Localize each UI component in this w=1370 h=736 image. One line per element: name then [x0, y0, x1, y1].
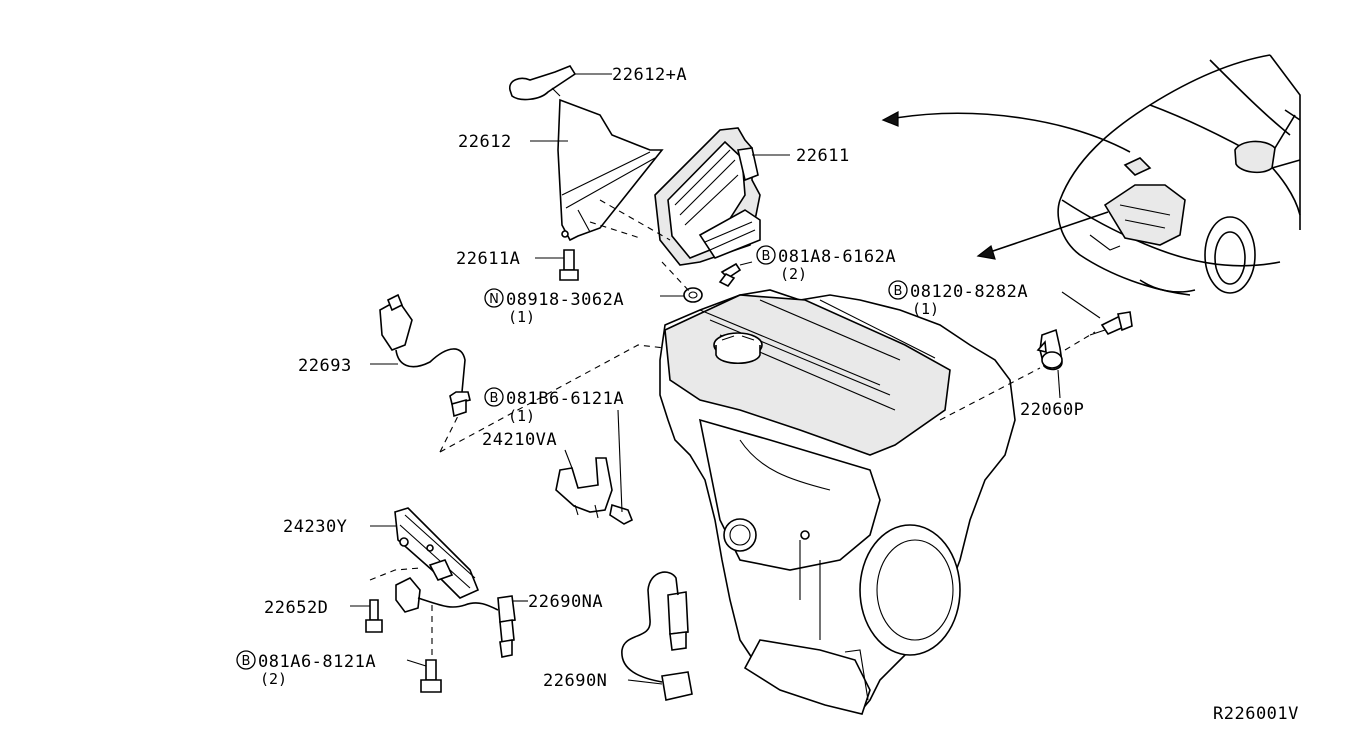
bolt-08120-icon [1089, 311, 1133, 336]
label-22611a: 22611A [456, 249, 520, 269]
label-08120-8282a: 08120-8282A [910, 282, 1028, 302]
label-081a6-8121a: 081A6-8121A [258, 652, 376, 672]
label-24210va: 24210VA [482, 430, 557, 450]
bolt-22611a-icon [559, 249, 579, 281]
label-22612-a: 22612+A [612, 65, 687, 85]
qty-081b6: (1) [508, 407, 535, 425]
label-22690n: 22690N [543, 671, 607, 691]
oxygen-sensor-22693-icon [379, 293, 471, 418]
qty-081a6: (2) [260, 670, 287, 688]
label-22060p: 22060P [1020, 400, 1084, 420]
reference-code: R226001V [1213, 704, 1299, 724]
label-22652d: 22652D [264, 598, 328, 618]
bolt-22652d-icon [365, 599, 383, 633]
engine-block-icon [659, 289, 1016, 715]
leader-lines [350, 73, 1101, 685]
label-08918-3062a: 08918-3062A [506, 290, 624, 310]
ecm-bracket-clip-icon [509, 65, 577, 101]
bracket-24210va-icon [555, 457, 634, 525]
label-24230y: 24230Y [283, 517, 347, 537]
label-22611: 22611 [796, 146, 850, 166]
vehicle-front-icon [1057, 54, 1301, 296]
qty-08120: (1) [912, 300, 939, 318]
nut-symbol-icon [484, 288, 504, 308]
knock-sensor-icon [1036, 328, 1063, 371]
bolt-symbol-08120: B [894, 284, 903, 299]
nut-symbol-08918: N [489, 292, 499, 307]
label-081b6-6121a: 081B6-6121A [506, 389, 624, 409]
bolt-081a6-icon [420, 659, 442, 693]
bolt-symbol-icon [484, 387, 504, 407]
bolt-symbol-081a8: B [762, 249, 771, 264]
bolt-symbol-icon [236, 650, 256, 670]
label-22690na: 22690NA [528, 592, 603, 612]
ecm-bracket-icon [557, 98, 664, 242]
arrow-to-engine-icon [976, 211, 1109, 260]
bolt-symbol-081a6: B [242, 654, 251, 669]
qty-08918: (1) [508, 308, 535, 326]
label-22693: 22693 [298, 356, 352, 376]
oxygen-sensor-22690n-icon [621, 571, 693, 701]
bolt-symbol-icon [756, 245, 776, 265]
bolt-symbol-081b6: B [490, 391, 499, 406]
nut-icon [683, 287, 703, 303]
bolt-icon [718, 262, 742, 288]
qty-081a8: (2) [780, 265, 807, 283]
arrow-to-ecm-icon [881, 111, 1131, 153]
label-081a8-6162a: 081A8-6162A [778, 247, 896, 267]
bolt-symbol-icon [888, 280, 908, 300]
ecm-unit-icon [654, 127, 761, 266]
label-22612: 22612 [458, 132, 512, 152]
bracket-24230y-icon [394, 507, 480, 599]
oxygen-sensor-22690na-icon [395, 577, 516, 658]
